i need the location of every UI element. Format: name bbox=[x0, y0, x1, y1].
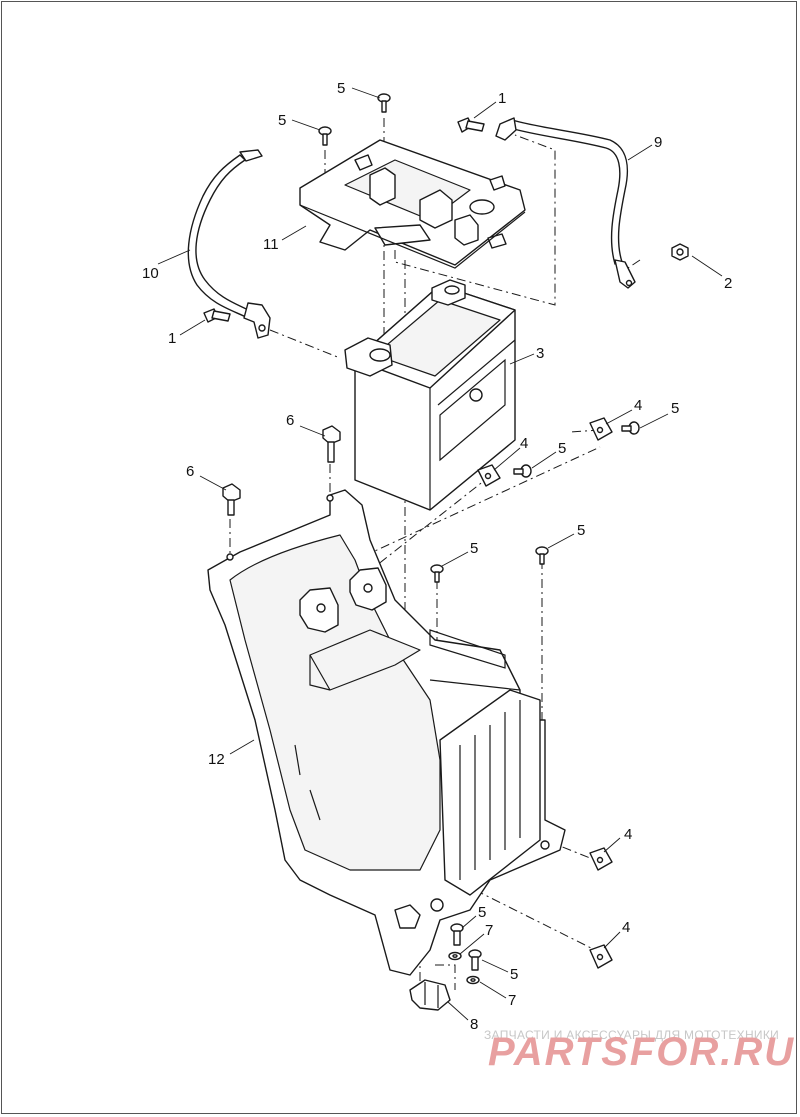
watermark-brand-logo: PARTSFOR.RU bbox=[488, 1030, 796, 1074]
callout-5-bracket-a: 5 bbox=[478, 904, 486, 921]
callout-5-plate: 5 bbox=[278, 112, 286, 129]
hardware bbox=[203, 93, 689, 1011]
callout-4-tray-b: 4 bbox=[622, 919, 630, 936]
bolt-6-right bbox=[322, 425, 341, 463]
washer-7-b bbox=[466, 975, 480, 985]
screw-5-bracket-a bbox=[450, 923, 464, 946]
battery-cable-left bbox=[187, 149, 271, 339]
callout-5-clip-upper: 5 bbox=[671, 400, 679, 417]
callout-5-clip-lower: 5 bbox=[558, 440, 566, 457]
hold-down-plate bbox=[299, 139, 526, 269]
battery-cable-right bbox=[495, 117, 636, 289]
callout-5-top: 5 bbox=[337, 80, 345, 97]
screw-5-tray-right bbox=[535, 546, 549, 565]
bolt-6-left bbox=[222, 483, 241, 516]
callout-6-left: 6 bbox=[186, 463, 194, 480]
callout-1-lower: 1 bbox=[168, 330, 176, 347]
callout-6-right: 6 bbox=[286, 412, 294, 429]
callout-4-lower: 4 bbox=[520, 435, 528, 452]
battery-tray bbox=[207, 489, 566, 976]
callout-5-bracket-b: 5 bbox=[510, 966, 518, 983]
screw-5-tray-center bbox=[430, 564, 444, 583]
watermark-tagline: ЗАПЧАСТИ И АКСЕССУАРЫ ДЛЯ МОТОТЕХНИКИ bbox=[484, 1028, 780, 1042]
screw-5-clip-upper bbox=[621, 421, 640, 435]
callout-8: 8 bbox=[470, 1016, 478, 1033]
callout-12: 12 bbox=[208, 751, 225, 768]
callout-10: 10 bbox=[142, 265, 159, 282]
callout-2: 2 bbox=[724, 275, 732, 292]
callout-5-tray-center: 5 bbox=[470, 540, 478, 557]
callout-7-a: 7 bbox=[485, 922, 493, 939]
callout-1-upper: 1 bbox=[498, 90, 506, 107]
callout-9: 9 bbox=[654, 134, 662, 151]
battery bbox=[344, 279, 516, 511]
washer-7-a bbox=[448, 951, 462, 961]
callout-11: 11 bbox=[263, 236, 279, 253]
screw-5-top bbox=[377, 93, 391, 113]
callout-7-b: 7 bbox=[508, 992, 516, 1009]
clip-4-upper bbox=[589, 417, 613, 441]
leader-lines bbox=[157, 87, 723, 1021]
callout-3: 3 bbox=[536, 345, 544, 362]
clip-4-tray-a bbox=[589, 847, 613, 871]
screw-5-clip-lower bbox=[513, 464, 532, 478]
bracket-8 bbox=[409, 979, 451, 1011]
nut-2 bbox=[671, 243, 689, 261]
screw-5-plate bbox=[318, 126, 332, 146]
callout-labels: 5 5 1 9 2 11 10 1 3 6 6 4 5 4 5 5 5 12 4… bbox=[142, 80, 732, 1033]
bolt-1-upper bbox=[457, 117, 485, 133]
callout-5-tray-right: 5 bbox=[577, 522, 585, 539]
clip-4-tray-b bbox=[589, 944, 613, 969]
callout-4-upper: 4 bbox=[634, 397, 642, 414]
callout-4-tray-a: 4 bbox=[624, 826, 632, 843]
clip-4-lower bbox=[477, 464, 501, 487]
bolt-1-lower bbox=[203, 308, 231, 323]
screw-5-bracket-b bbox=[468, 949, 482, 971]
